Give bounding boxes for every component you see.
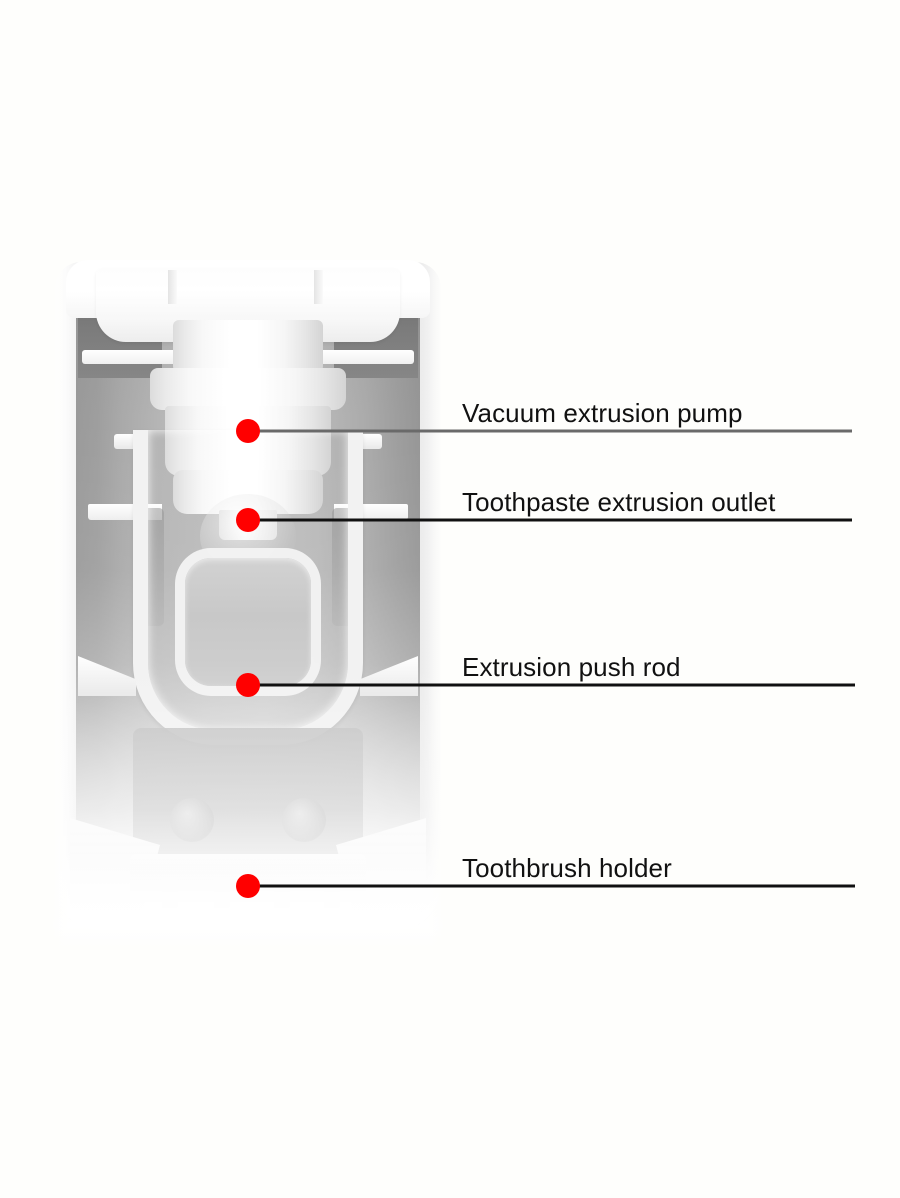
callout-label: Vacuum extrusion pump [462, 398, 743, 428]
toothbrush-slot-tab-1 [162, 874, 178, 908]
pump-collar [150, 368, 346, 410]
toothbrush-holder-hole-2 [282, 798, 326, 842]
push-rod-inner-panel [185, 558, 311, 686]
leader-line [248, 429, 852, 433]
toothbrush-slot-tab-2 [214, 874, 230, 908]
callout-label: Toothpaste extrusion outlet [462, 487, 776, 517]
cap-rib-left [168, 270, 177, 304]
callout-label: Extrusion push rod [462, 652, 681, 682]
callout-dot[interactable] [236, 673, 260, 697]
leader-line [248, 884, 855, 888]
toothbrush-slot-tab-3 [274, 874, 290, 908]
callout-dot[interactable] [236, 419, 260, 443]
product-image [52, 258, 444, 950]
toothbrush-holder-hole-1 [170, 798, 214, 842]
leader-line [248, 683, 855, 687]
leader-line [248, 518, 852, 522]
cap-rib-right [314, 270, 323, 304]
callout-label: Toothbrush holder [462, 853, 672, 883]
callout-dot[interactable] [236, 508, 260, 532]
toothbrush-slot-tab-4 [324, 874, 340, 908]
callout-dot[interactable] [236, 874, 260, 898]
pump-top-sleeve [173, 320, 323, 374]
